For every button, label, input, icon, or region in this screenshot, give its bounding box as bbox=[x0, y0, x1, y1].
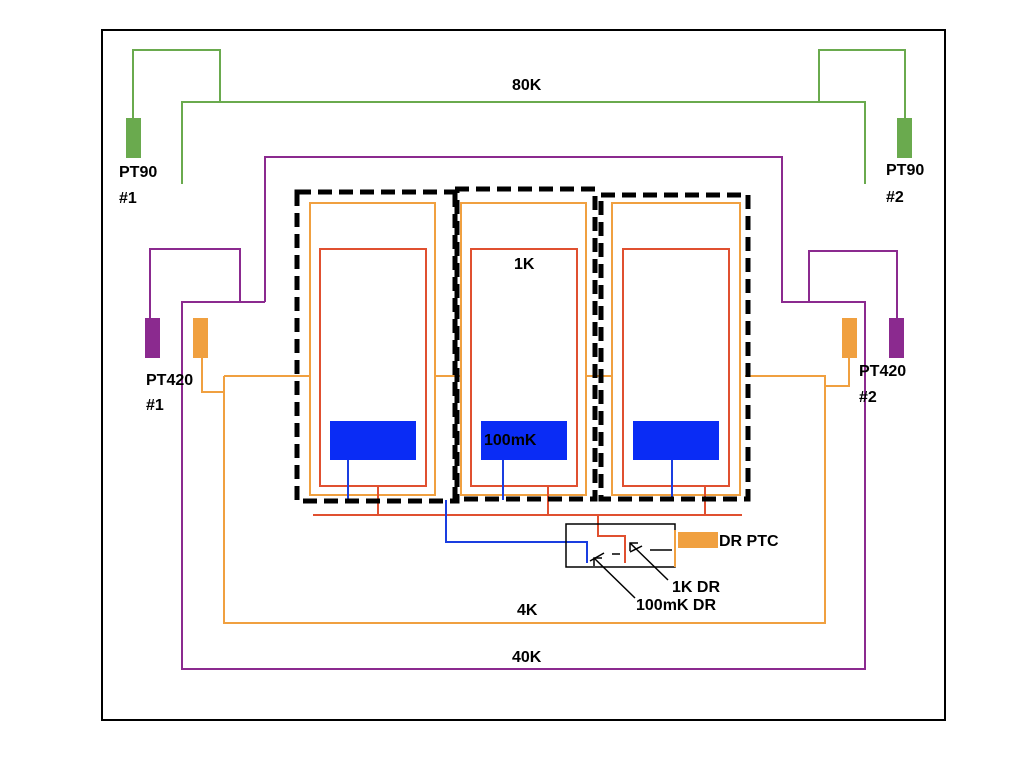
label-pt420-2-num: #2 bbox=[859, 389, 877, 406]
dr-1k-connection bbox=[597, 515, 626, 563]
module-3-1k-plate bbox=[622, 248, 730, 487]
dr-switch-1 bbox=[589, 552, 605, 562]
pt90-2-connection bbox=[818, 49, 906, 120]
pt420-2-4k-block bbox=[842, 318, 857, 358]
pt90-2-block bbox=[897, 118, 912, 158]
arrow-100mk-dr bbox=[593, 557, 636, 599]
module-3-100mk-plate bbox=[633, 421, 719, 460]
module-1-1k-plate bbox=[319, 248, 427, 487]
label-pt90-1-name: PT90 bbox=[119, 164, 157, 181]
label-100mk: 100mK bbox=[484, 432, 537, 449]
label-4k: 4K bbox=[517, 602, 538, 619]
label-pt420-1-num: #1 bbox=[146, 397, 164, 414]
dr-arrows bbox=[593, 542, 669, 599]
pt420-1-connection bbox=[149, 248, 241, 320]
label-pt90-2-num: #2 bbox=[886, 189, 904, 206]
arrow-100mk-dr-head bbox=[593, 557, 602, 566]
module-2-100mk-plate bbox=[481, 421, 567, 460]
dr-100mk-connection bbox=[445, 500, 588, 563]
label-1k-dr: 1K DR bbox=[672, 579, 720, 596]
stage-1k-group bbox=[313, 248, 742, 563]
label-pt90-1-num: #1 bbox=[119, 190, 137, 207]
module-boundaries bbox=[294, 186, 751, 504]
dr-box bbox=[565, 523, 676, 568]
dr-ptc-block bbox=[678, 532, 718, 548]
pt90-1-connection bbox=[132, 49, 221, 120]
arrow-1k-dr-head bbox=[629, 542, 638, 551]
module-3-boundary bbox=[598, 192, 751, 502]
module-2-4k-plate bbox=[460, 202, 587, 496]
shield-40k-group bbox=[149, 156, 898, 670]
pt420-2-4k-connection bbox=[825, 358, 850, 387]
label-pt90-2-name: PT90 bbox=[886, 162, 924, 179]
pt420-2-block bbox=[889, 318, 904, 358]
label-40k: 40K bbox=[512, 649, 542, 666]
label-1k: 1K bbox=[514, 256, 535, 273]
pt420-1-4k-block bbox=[193, 318, 208, 358]
module-2-1k-plate bbox=[470, 248, 578, 487]
shield-80k-line bbox=[181, 101, 866, 184]
shield-80k-group bbox=[132, 49, 906, 184]
label-80k: 80K bbox=[512, 77, 542, 94]
label-pt420-2-name: PT420 bbox=[859, 363, 906, 380]
dr-switches bbox=[589, 545, 672, 562]
outer-frame bbox=[101, 29, 946, 721]
arrow-1k-dr bbox=[629, 542, 669, 581]
shield-40k-line bbox=[181, 156, 866, 670]
module-3-4k-plate bbox=[611, 202, 741, 496]
stage-100mk-group bbox=[347, 460, 673, 563]
module-1-boundary bbox=[294, 189, 460, 504]
label-pt420-1-name: PT420 bbox=[146, 372, 193, 389]
pt420-2-connection bbox=[808, 250, 898, 320]
module-1-100mk-plate bbox=[330, 421, 416, 460]
module-2-boundary bbox=[452, 186, 598, 502]
pt420-1-4k-connection bbox=[201, 358, 224, 393]
pt90-1-block bbox=[126, 118, 141, 158]
module-1-4k-plate bbox=[309, 202, 436, 496]
pt420-1-block bbox=[145, 318, 160, 358]
label-dr-ptc: DR PTC bbox=[719, 533, 779, 550]
shield-4k-group bbox=[201, 202, 850, 624]
label-100mk-dr: 100mK DR bbox=[636, 597, 716, 614]
shield-4k-line bbox=[223, 375, 826, 624]
